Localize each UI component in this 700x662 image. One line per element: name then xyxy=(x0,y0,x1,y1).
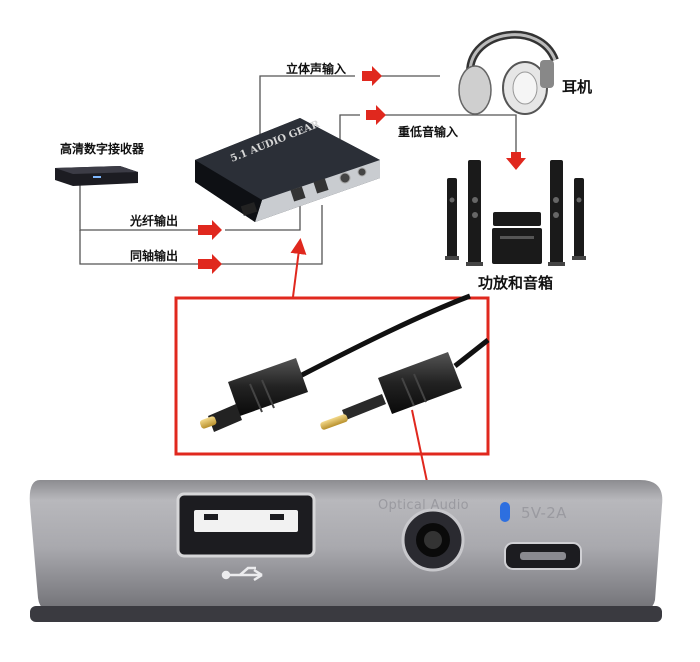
signal-lines xyxy=(79,75,517,265)
optical-audio-text: Optical Audio xyxy=(378,498,469,513)
power-port-icon xyxy=(240,202,258,216)
amp-speakers-label: 功放和音箱 xyxy=(478,274,554,292)
toslink-plug-icon xyxy=(199,358,308,432)
speaker-tall-left xyxy=(468,160,481,264)
coax-line-to-device xyxy=(220,205,323,265)
coax-line xyxy=(79,230,205,265)
device-port-panel xyxy=(29,480,663,622)
speaker-system-icon xyxy=(445,160,586,266)
optical-arrow xyxy=(198,220,222,240)
audio-gear-device: 5.1 AUDIO GEAR xyxy=(195,118,380,222)
optical-output-label: 光纤输出 xyxy=(130,214,179,228)
hd-receiver xyxy=(55,166,138,186)
toslink-cable xyxy=(199,293,490,432)
sub-arrow-down xyxy=(506,152,526,170)
headphones-icon xyxy=(458,30,559,115)
headphones-label: 耳机 xyxy=(562,78,593,96)
coax-port-icon xyxy=(313,178,329,194)
rca-port-icon xyxy=(339,172,351,184)
speaker-tall-right xyxy=(550,160,563,264)
mini-toslink-plug-icon xyxy=(320,352,462,430)
power-led xyxy=(500,502,510,522)
stereo-line xyxy=(259,75,355,140)
stereo-arrow xyxy=(362,66,382,86)
red-arrows xyxy=(198,66,526,274)
coaxial-output-label: 同轴输出 xyxy=(130,249,179,263)
stereo-input-label: 立体声输入 xyxy=(286,62,347,76)
power-rating-text: 5V-2A xyxy=(521,504,567,522)
speaker-small-right xyxy=(574,178,584,258)
sub-line-b xyxy=(380,114,517,155)
sub-arrow-right xyxy=(366,105,386,125)
center-speaker xyxy=(493,212,541,226)
subwoofer xyxy=(492,228,542,264)
rca-port-icon-2 xyxy=(357,167,367,177)
usb-logo-icon xyxy=(221,566,263,582)
hd-receiver-label: 高清数字接收器 xyxy=(60,142,145,156)
subwoofer-input-label: 重低音输入 xyxy=(398,125,459,139)
coax-arrow xyxy=(198,254,222,274)
optical-line-to-device xyxy=(225,205,301,231)
optical-port-icon xyxy=(290,186,306,202)
sub-line xyxy=(339,114,360,140)
speaker-small-left xyxy=(447,178,457,258)
